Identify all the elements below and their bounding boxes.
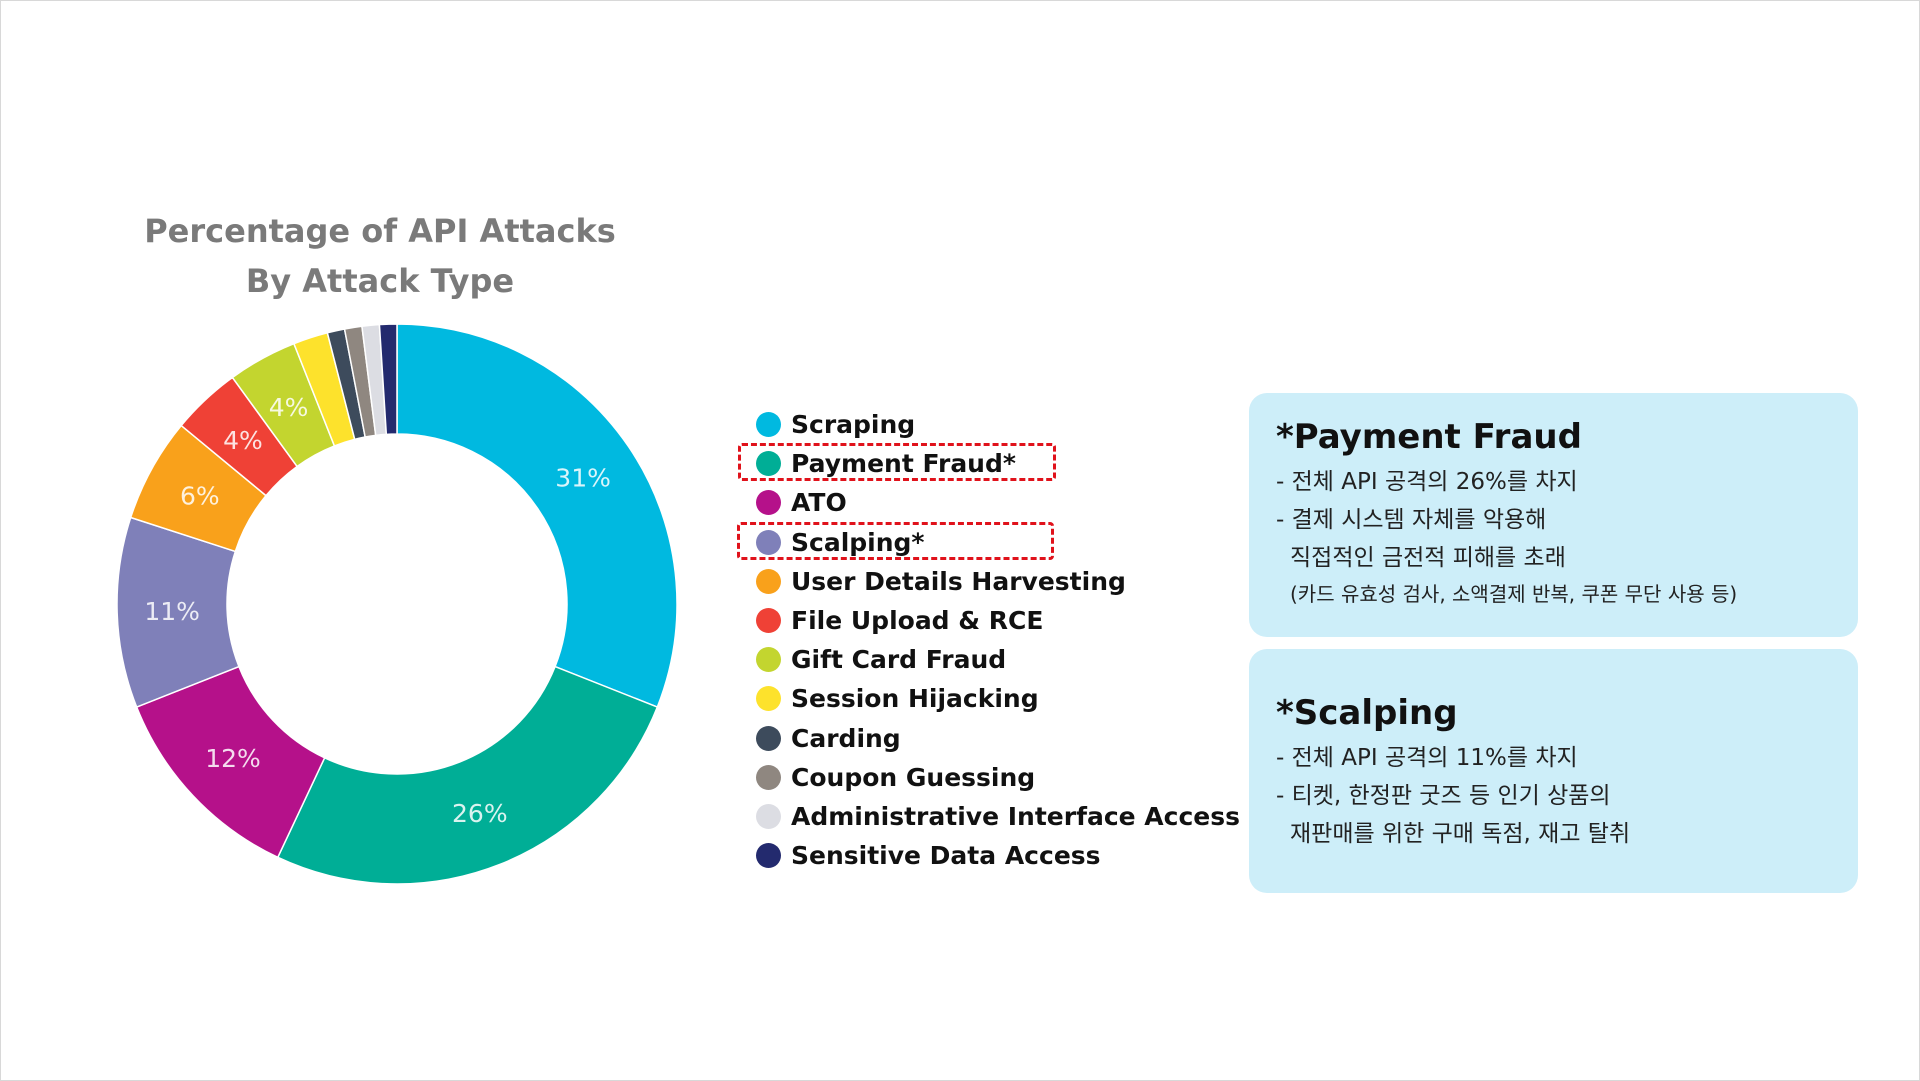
legend-swatch <box>756 647 781 673</box>
legend-swatch <box>756 803 781 829</box>
legend-item: Gift Card Fraud <box>756 640 1240 679</box>
legend-swatch <box>756 490 781 516</box>
legend-label: ATO <box>791 488 847 518</box>
data-label: 4% <box>269 393 309 422</box>
legend-item: User Details Harvesting <box>756 562 1240 601</box>
note-line: 직접적인 금전적 피해를 초래 <box>1290 545 1566 571</box>
legend-swatch <box>756 529 781 555</box>
slice-1 <box>276 665 659 885</box>
note-scalping: *Scalping - 전체 API 공격의 11%를 차지 - 티켓, 한정판… <box>1249 649 1858 893</box>
legend-item: Scalping* <box>756 523 1240 562</box>
legend-label: Administrative Interface Access <box>791 801 1240 831</box>
legend-item: Sensitive Data Access <box>756 836 1240 875</box>
donut-chart: 31%26%12%11%6%4%4% <box>116 323 678 885</box>
data-label: 6% <box>180 482 220 511</box>
note-payment-fraud: *Payment Fraud - 전체 API 공격의 26%를 차지 - 결제… <box>1249 393 1858 637</box>
slice-11 <box>378 323 398 436</box>
data-label: 31% <box>555 464 611 493</box>
note-line: - 티켓, 한정판 굿즈 등 인기 상품의 <box>1276 783 1611 809</box>
legend-label: Sensitive Data Access <box>791 841 1101 871</box>
legend-swatch <box>756 451 781 477</box>
legend-item: ATO <box>756 483 1240 522</box>
legend-item: Scraping <box>756 405 1240 444</box>
data-label: 4% <box>223 426 263 455</box>
legend-label: Payment Fraud* <box>791 449 1016 479</box>
legend-swatch <box>756 686 781 712</box>
chart-subtitle: By Attack Type <box>245 262 515 300</box>
legend-item: Carding <box>756 719 1240 758</box>
legend-item: Session Hijacking <box>756 679 1240 718</box>
legend-item: Administrative Interface Access <box>756 797 1240 836</box>
highlight-payment-fraud <box>738 443 1056 481</box>
legend-swatch <box>756 608 781 634</box>
note-title: *Scalping <box>1276 693 1458 733</box>
data-label: 12% <box>205 744 261 773</box>
note-line: - 결제 시스템 자체를 악용해 <box>1276 507 1547 533</box>
slice-0 <box>396 323 678 709</box>
legend-item: Coupon Guessing <box>756 758 1240 797</box>
data-label: 11% <box>144 597 200 626</box>
legend-label: User Details Harvesting <box>791 566 1126 596</box>
highlight-scalping <box>737 522 1054 560</box>
note-line: - 전체 API 공격의 26%를 차지 <box>1276 469 1578 495</box>
note-line: (카드 유효성 검사, 소액결제 반복, 쿠폰 무단 사용 등) <box>1290 582 1738 606</box>
legend-item: File Upload & RCE <box>756 601 1240 640</box>
chart-title: Percentage of API Attacks <box>144 212 616 250</box>
legend-swatch <box>756 764 781 790</box>
legend-swatch <box>756 725 781 751</box>
legend-label: Gift Card Fraud <box>791 645 1007 675</box>
legend-label: Scraping <box>791 410 916 440</box>
note-title: *Payment Fraud <box>1276 417 1582 457</box>
legend-label: Carding <box>791 723 901 753</box>
legend-label: Coupon Guessing <box>791 762 1036 792</box>
legend-swatch <box>756 412 781 438</box>
legend-label: Scalping* <box>791 527 925 557</box>
legend-swatch <box>756 843 781 869</box>
note-line: 재판매를 위한 구매 독점, 재고 탈취 <box>1290 821 1631 847</box>
legend-label: File Upload & RCE <box>791 606 1044 636</box>
note-line: - 전체 API 공격의 11%를 차지 <box>1276 745 1578 771</box>
legend-swatch <box>756 568 781 594</box>
data-label: 26% <box>452 799 508 828</box>
legend-item: Payment Fraud* <box>756 444 1240 483</box>
legend-label: Session Hijacking <box>791 684 1039 714</box>
